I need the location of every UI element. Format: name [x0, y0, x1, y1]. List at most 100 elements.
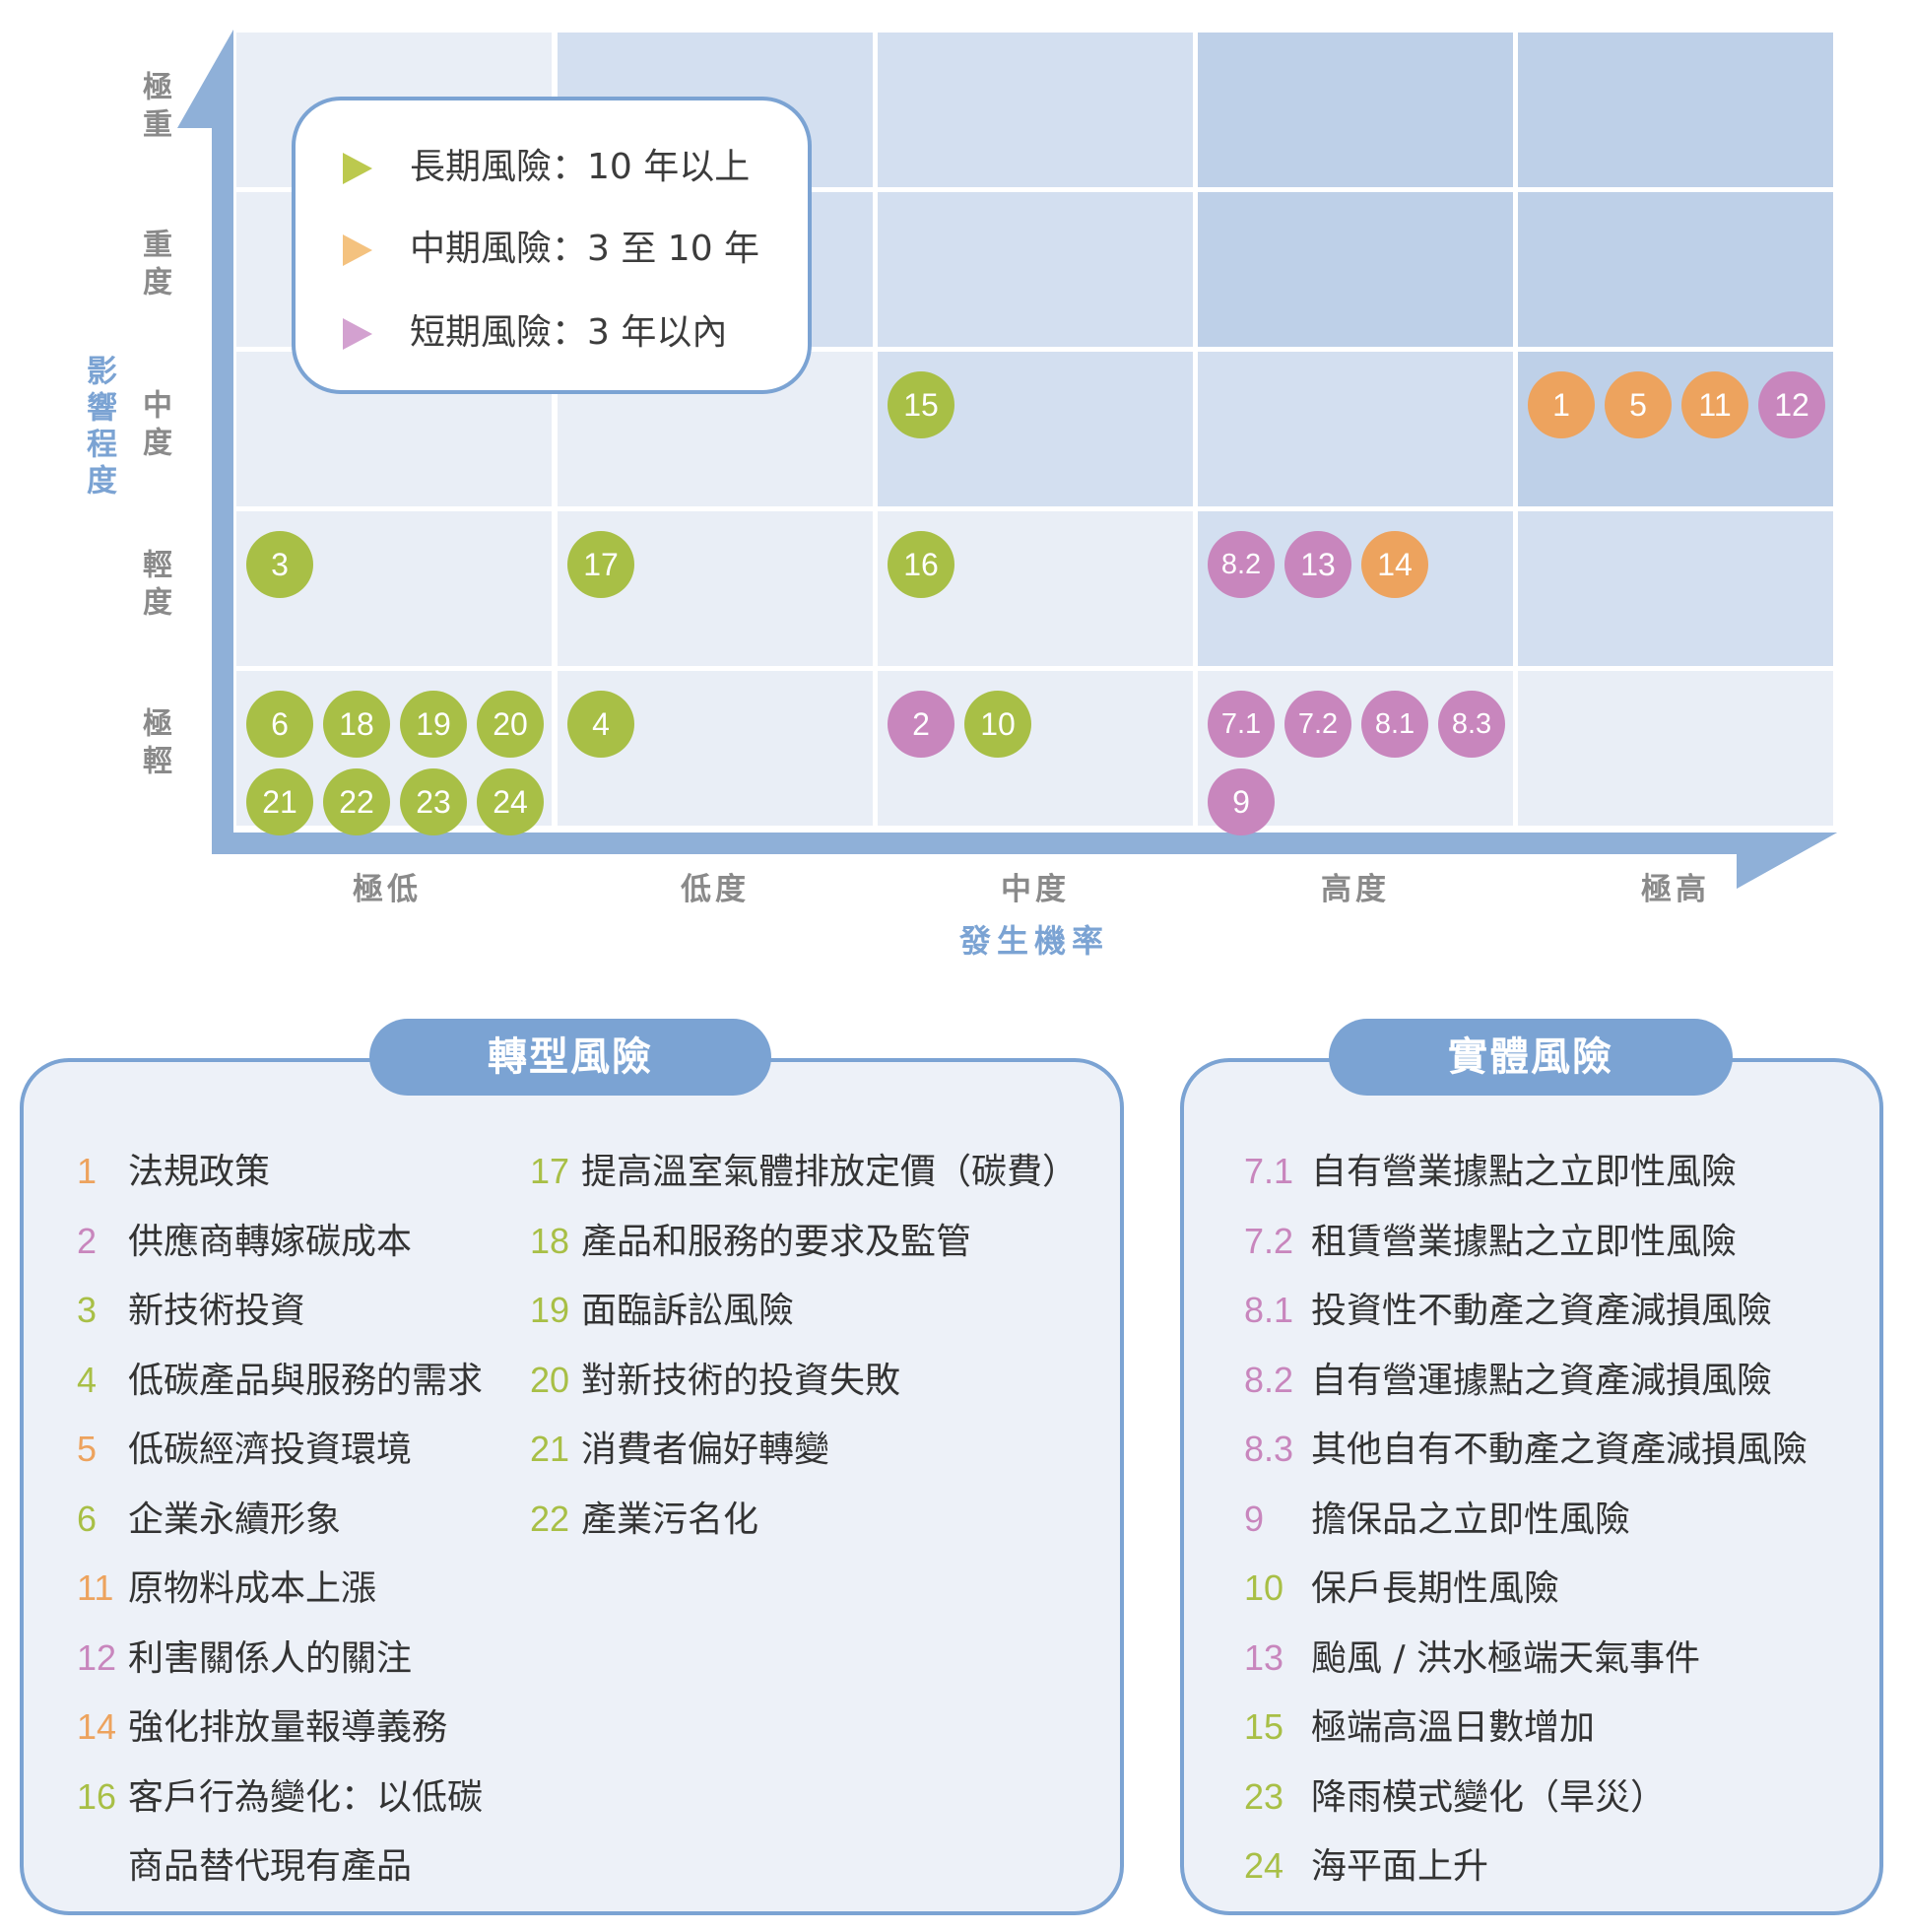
item-label: 對新技術的投資失敗: [581, 1360, 901, 1401]
item-label: 法規政策: [128, 1152, 271, 1192]
item-number: 7.1: [1244, 1151, 1294, 1191]
list-item: 5 低碳經濟投資環境: [77, 1421, 412, 1470]
item-label: 消費者偏好轉變: [581, 1430, 830, 1470]
risk-bubble-21: 21: [246, 768, 313, 835]
item-label: 低碳產品與服務的需求: [128, 1360, 484, 1401]
item-number: 5: [77, 1429, 98, 1469]
item-label: 租賃營業據點之立即性風險: [1311, 1221, 1738, 1262]
item-label: 其他自有不動產之資產減損風險: [1311, 1430, 1809, 1470]
item-label: 低碳經濟投資環境: [128, 1430, 413, 1470]
item-number: 24: [1244, 1845, 1284, 1886]
item-label: 投資性不動產之資產減損風險: [1311, 1291, 1773, 1331]
legend-label: 短期風險：3 年以內: [410, 312, 728, 353]
risk-bubble-5: 5: [1605, 371, 1672, 438]
list-item: 1 法規政策: [77, 1143, 270, 1192]
item-number: 14: [77, 1706, 117, 1747]
list-item: 7.2 租賃營業據點之立即性風險: [1244, 1213, 1737, 1262]
risk-bubble-6: 6: [246, 691, 313, 758]
item-number: 12: [77, 1636, 117, 1678]
item-number: 16: [77, 1775, 117, 1817]
triangle-icon: [343, 318, 372, 350]
triangle-icon: [343, 234, 372, 266]
item-number: 11: [77, 1567, 114, 1608]
item-label: 海平面上升: [1311, 1846, 1489, 1887]
transition-risk-panel: [20, 1058, 1124, 1915]
risk-bubble-10: 10: [964, 691, 1031, 758]
y-level-1: 重度: [137, 229, 171, 303]
x-level-4: 極高: [1641, 872, 1710, 907]
physical-risk-title: 實體風險: [1329, 1019, 1733, 1096]
item-number: 9: [1244, 1498, 1265, 1539]
risk-bubble-16: 16: [888, 531, 954, 598]
legend-long-term: 長期風險：10 年以上: [343, 138, 750, 187]
matrix-cell-1-4: [1518, 192, 1833, 347]
item-label: 颱風 / 洪水極端天氣事件: [1311, 1637, 1701, 1679]
item-number: 6: [77, 1498, 98, 1539]
triangle-icon: [343, 153, 372, 184]
legend-label: 長期風險：10 年以上: [410, 147, 751, 187]
item-label: 降雨模式變化（旱災）: [1311, 1776, 1667, 1818]
risk-bubble-18: 18: [323, 691, 390, 758]
matrix-cell-0-4: [1518, 33, 1833, 187]
axis-arrows: [177, 30, 1837, 889]
risk-bubble-13: 13: [1284, 531, 1351, 598]
item-number: 10: [1244, 1567, 1284, 1608]
transition-risk-title: 轉型風險: [369, 1019, 771, 1096]
list-item: 24 海平面上升: [1244, 1837, 1488, 1887]
risk-bubble-12: 12: [1758, 371, 1825, 438]
item-number: 13: [1244, 1636, 1284, 1678]
item-number: 7.2: [1244, 1220, 1294, 1261]
x-axis-title: 發生機率: [958, 922, 1109, 960]
x-level-1: 低度: [681, 872, 750, 907]
risk-bubble-9: 9: [1208, 768, 1275, 835]
list-item: 4 低碳產品與服務的需求: [77, 1352, 483, 1401]
item-number: 8.1: [1244, 1290, 1294, 1330]
item-label: 提高溫室氣體排放定價（碳費）: [581, 1152, 1079, 1192]
matrix-cell-0-3: [1198, 33, 1513, 187]
item-number: 19: [530, 1290, 570, 1330]
x-level-2: 中度: [1001, 872, 1070, 907]
item-number: 23: [1244, 1775, 1284, 1817]
risk-bubble-14: 14: [1361, 531, 1428, 598]
matrix-cell-2-3: [1198, 352, 1513, 506]
risk-bubble-3: 3: [246, 531, 313, 598]
legend-short-term: 短期風險：3 年以內: [343, 303, 727, 353]
risk-bubble-19: 19: [400, 691, 467, 758]
x-axis-arrowhead: [1737, 833, 1837, 889]
item-label: 自有營運據點之資產減損風險: [1311, 1360, 1773, 1401]
item-number: 18: [530, 1220, 570, 1261]
legend-mid-term: 中期風險：3 至 10 年: [343, 220, 759, 269]
matrix-cell-0-2: [878, 33, 1193, 187]
risk-bubble-4: 4: [567, 691, 634, 758]
risk-bubble-2: 2: [888, 691, 954, 758]
matrix-cell-1-3: [1198, 192, 1513, 347]
risk-bubble-8.1: 8.1: [1361, 691, 1428, 758]
item-number: 8.2: [1244, 1359, 1294, 1400]
physical-risk-panel: [1180, 1058, 1883, 1915]
item-number: 1: [77, 1151, 98, 1191]
y-level-2: 中度: [137, 389, 171, 464]
item-label: 強化排放量報導義務: [128, 1707, 448, 1748]
item-number: 21: [530, 1429, 570, 1469]
item-number: 4: [77, 1359, 98, 1400]
list-item: 商品替代現有產品: [77, 1837, 412, 1887]
item-label: 擔保品之立即性風險: [1311, 1499, 1631, 1540]
y-level-4: 極輕: [137, 707, 171, 782]
risk-bubble-15: 15: [888, 371, 954, 438]
matrix-cell-3-4: [1518, 511, 1833, 666]
risk-bubble-1: 1: [1528, 371, 1595, 438]
list-item: 8.1 投資性不動產之資產減損風險: [1244, 1282, 1772, 1331]
risk-bubble-11: 11: [1681, 371, 1748, 438]
x-level-0: 極低: [353, 872, 422, 907]
item-label: 利害關係人的關注: [128, 1637, 413, 1679]
risk-bubble-24: 24: [477, 768, 544, 835]
item-label: 客戶行為變化：以低碳: [128, 1776, 484, 1818]
